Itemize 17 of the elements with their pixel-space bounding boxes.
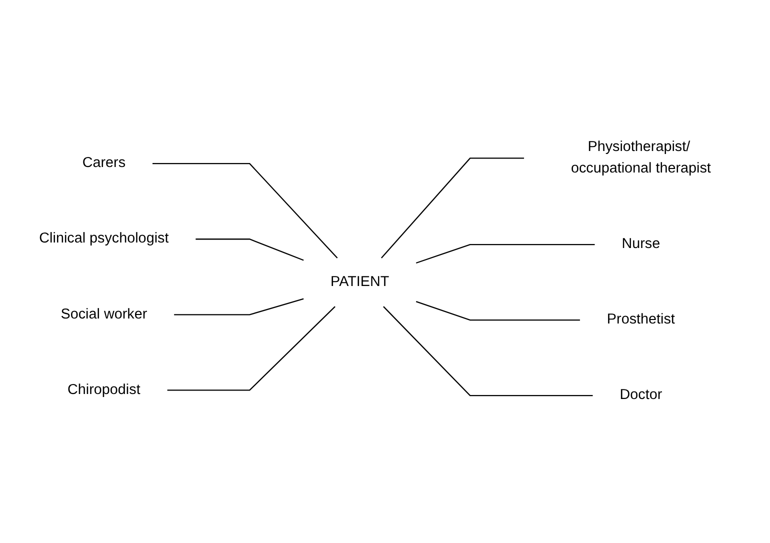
role-label: Doctor	[620, 388, 662, 403]
connector-line	[152, 163, 338, 258]
role-label: PATIENT	[330, 274, 390, 290]
connector-line	[196, 238, 304, 261]
connector-line	[383, 306, 593, 396]
connector-line	[416, 244, 595, 264]
role-label: Carers	[82, 156, 126, 171]
connector-line	[380, 158, 524, 258]
role-label: Physiotherapist/ occupational therapist	[570, 139, 711, 176]
connector-line	[416, 301, 580, 321]
role-label: Social worker	[60, 306, 148, 322]
role-label: Chiropodist	[68, 382, 140, 398]
connector-line	[167, 306, 336, 391]
connector-line	[174, 298, 304, 316]
role-label: Prosthetist	[606, 312, 675, 328]
role-label: Nurse	[622, 236, 660, 252]
role-label: Clinical psychologist	[39, 231, 169, 246]
